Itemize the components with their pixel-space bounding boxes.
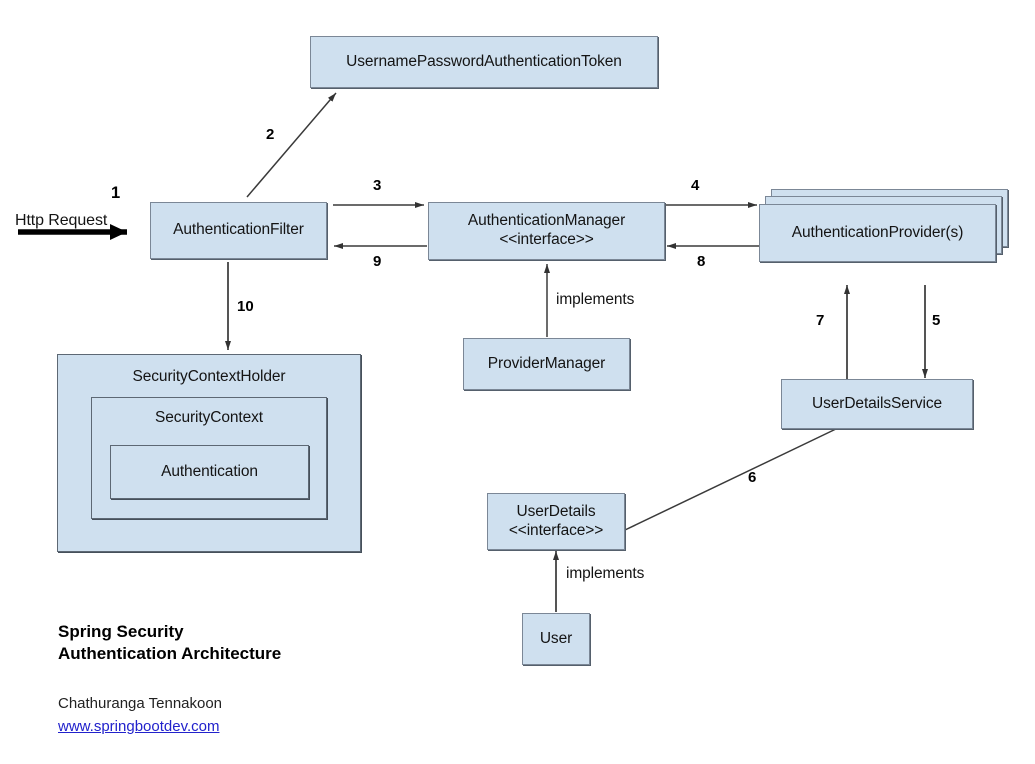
- node-label: AuthenticationManager: [467, 212, 626, 230]
- node-label: SecurityContextHolder: [132, 368, 286, 385]
- node-label: Authentication: [161, 463, 258, 480]
- edge-label-step-10: 10: [237, 298, 254, 315]
- node-stereotype: <<interface>>: [499, 231, 594, 248]
- edge-step-6: [624, 427, 839, 531]
- edge-label-step-6: 6: [748, 469, 757, 486]
- node-label: UserDetails: [516, 502, 596, 520]
- node-label: UsernamePasswordAuthenticationToken: [346, 52, 622, 70]
- diagram-author: Chathuranga Tennakoon: [58, 695, 223, 712]
- node-provider-manager[interactable]: ProviderManager: [463, 338, 630, 390]
- edge-label-step-4: 4: [691, 177, 700, 194]
- node-label: User: [539, 629, 573, 647]
- node-authentication[interactable]: Authentication: [110, 445, 309, 499]
- edge-label-step-9: 9: [373, 253, 382, 270]
- diagram-title-line1: Spring Security: [58, 622, 184, 641]
- edge-label-implements-provider-manager: implements: [556, 291, 635, 308]
- node-authentication-provider[interactable]: AuthenticationProvider(s): [759, 204, 996, 262]
- node-label: AuthenticationProvider(s): [791, 223, 964, 241]
- node-user-details[interactable]: UserDetails <<interface>>: [487, 493, 625, 550]
- node-label: SecurityContext: [155, 409, 263, 426]
- edge-step-2: [246, 92, 337, 198]
- edge-label-http-request: Http Request: [15, 212, 108, 229]
- node-label: ProviderManager: [487, 354, 606, 372]
- edge-label-step-3: 3: [373, 177, 382, 194]
- diagram-website-link[interactable]: www.springbootdev.com: [58, 718, 220, 735]
- node-authentication-filter[interactable]: AuthenticationFilter: [150, 202, 327, 259]
- node-user-details-service[interactable]: UserDetailsService: [781, 379, 973, 429]
- node-label: AuthenticationFilter: [173, 221, 304, 239]
- edge-label-step-5: 5: [932, 312, 941, 329]
- edge-label-step-1: 1: [111, 184, 121, 202]
- edge-label-step-7: 7: [816, 312, 825, 329]
- node-username-password-authentication-token[interactable]: UsernamePasswordAuthenticationToken: [310, 36, 658, 88]
- edge-label-step-8: 8: [697, 253, 706, 270]
- edge-label-implements-user: implements: [566, 565, 645, 582]
- node-user[interactable]: User: [522, 613, 590, 665]
- node-label: UserDetailsService: [812, 394, 942, 412]
- node-stereotype: <<interface>>: [508, 521, 604, 539]
- diagram-title-line2: Authentication Architecture: [58, 644, 282, 663]
- node-authentication-manager[interactable]: AuthenticationManager <<interface>>: [428, 202, 665, 260]
- edge-label-step-2: 2: [266, 126, 275, 143]
